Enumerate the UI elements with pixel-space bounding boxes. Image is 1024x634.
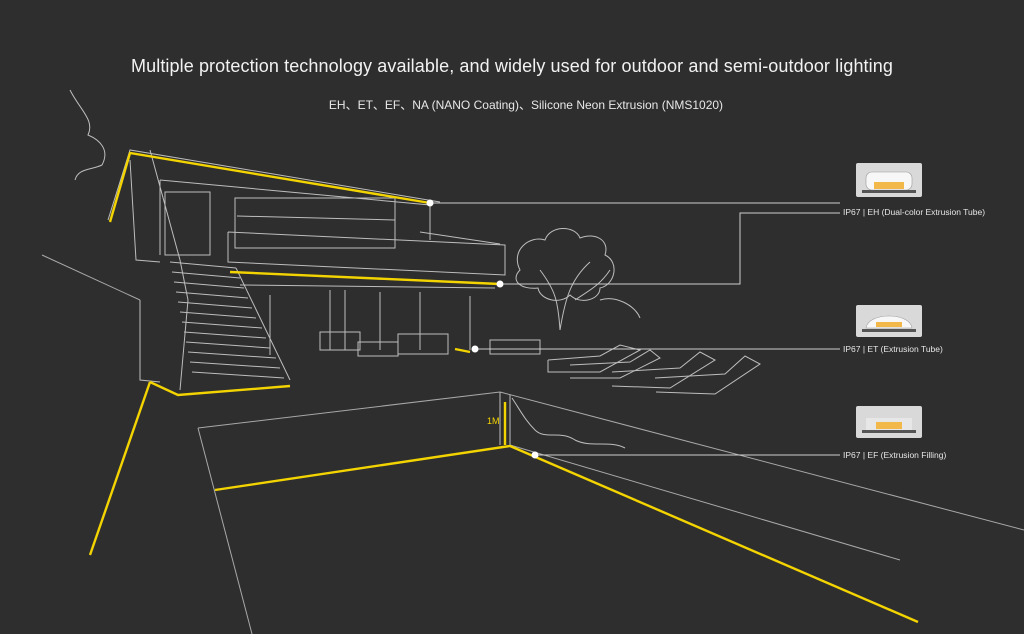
led-pool-edge	[214, 444, 919, 624]
stair-wall	[149, 149, 189, 391]
callout-ef-label: IP67 | EF (Extrusion Filling)	[843, 450, 947, 460]
thumb-et-icon	[856, 305, 922, 337]
title: Multiple protection technology available…	[131, 56, 893, 76]
callout-et-label: IP67 | ET (Extrusion Tube)	[843, 344, 943, 354]
point-balcony	[496, 280, 504, 288]
pool-far-edge	[197, 391, 501, 429]
left-slope-line	[41, 254, 141, 301]
tree-sketch	[515, 228, 641, 331]
thumb-eh-icon	[856, 163, 922, 197]
led-stairs-base	[149, 380, 291, 397]
led-left-ground	[88, 381, 152, 556]
led-balcony	[229, 270, 501, 286]
height-marker: 1M	[487, 416, 500, 426]
point-terrace	[471, 345, 479, 353]
point-roof	[426, 199, 434, 207]
pool-right-inner	[509, 444, 901, 561]
terrace-edge	[499, 391, 1024, 531]
point-pool	[531, 451, 539, 459]
roof-line	[107, 149, 441, 221]
thumb-ef-icon	[856, 406, 922, 438]
led-step-terrace	[454, 347, 471, 354]
callout-eh-label: IP67 | EH (Dual-color Extrusion Tube)	[843, 207, 986, 217]
pool-left-edge	[197, 427, 253, 634]
led-roof	[108, 151, 431, 223]
subtitle: EH、ET、EF、NA (NANO Coating)、Silicone Neon…	[328, 98, 724, 112]
leader-eh-2	[500, 212, 840, 285]
